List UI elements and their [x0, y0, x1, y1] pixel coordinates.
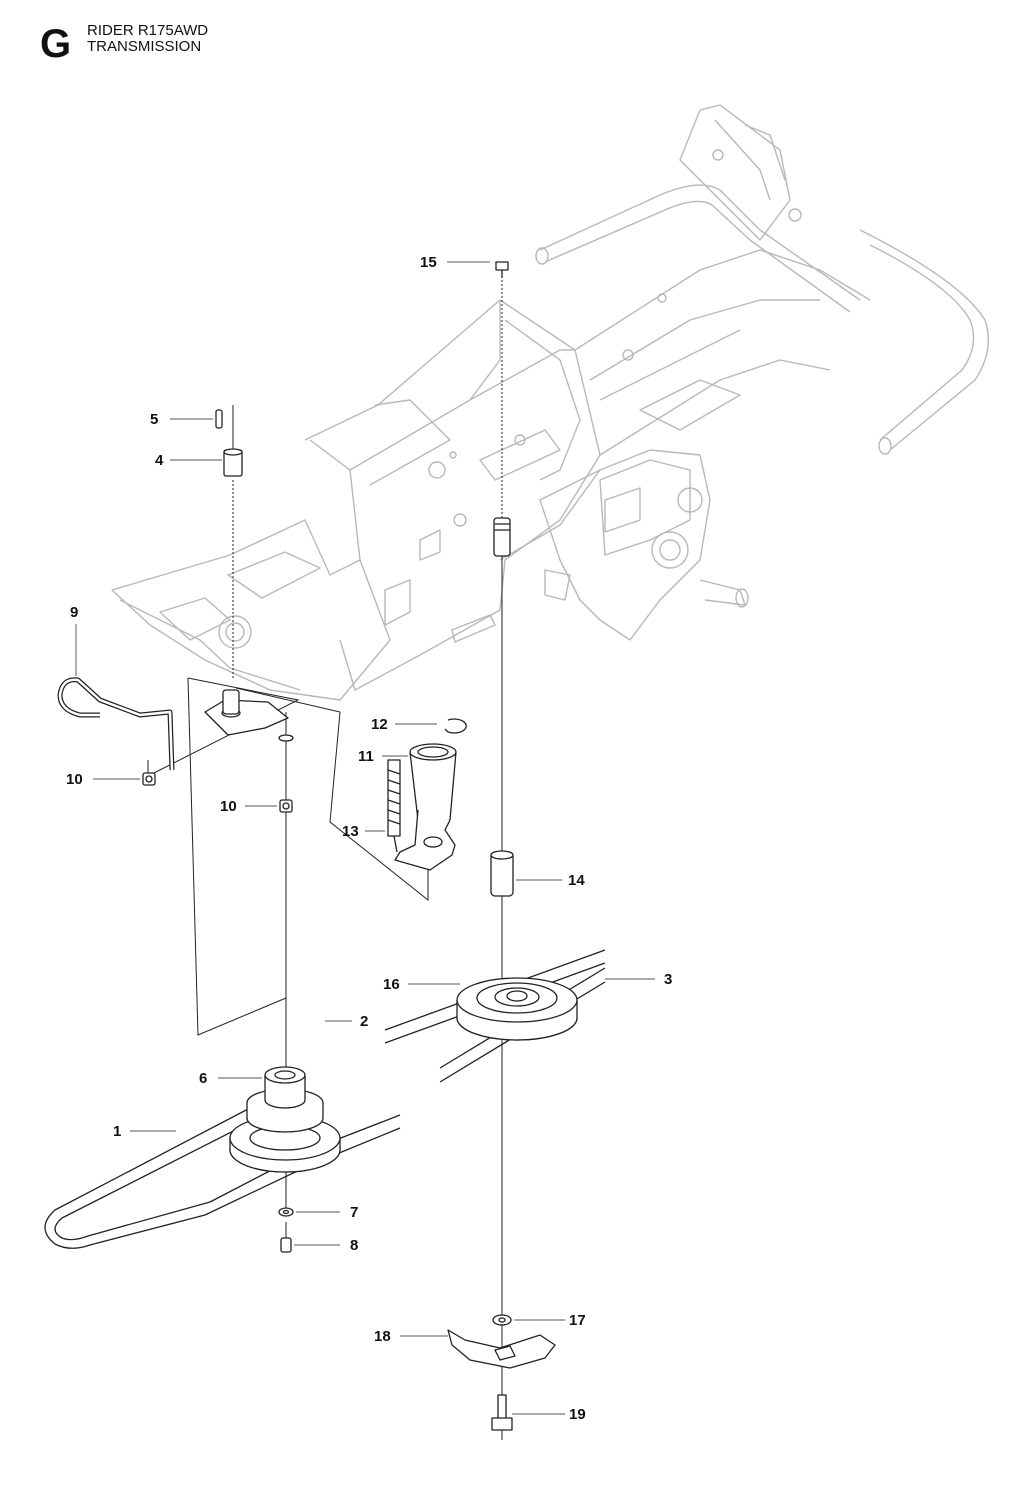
- frame-chassis: [111, 104, 990, 701]
- part-9-rod: [57, 677, 175, 771]
- callout-14: 14: [568, 872, 585, 889]
- part-14-bushing: [490, 850, 514, 897]
- callout-2: 2: [360, 1013, 368, 1030]
- diagram-header: G RIDER R175AWD TRANSMISSION: [40, 20, 440, 70]
- callout-labels: 15 5 4 9 10 10 12 11 13 14 3 16 2 6 1 7 …: [66, 254, 672, 1423]
- assembly-axis-lines: [232, 272, 503, 1440]
- part-6-drive-pulley: [229, 1066, 341, 1173]
- model-name: RIDER R175AWD: [87, 22, 209, 39]
- part-bracket-plate: [204, 689, 294, 742]
- part-15-bolt: [495, 261, 509, 278]
- part-7-washer: [278, 1207, 294, 1217]
- callout-8: 8: [350, 1237, 358, 1254]
- callout-3: 3: [664, 971, 672, 988]
- callout-1: 1: [113, 1123, 121, 1140]
- part-10-nut-center: [279, 799, 293, 813]
- assembly-boundary-lines: [147, 677, 429, 1036]
- part-13-spring: [387, 759, 401, 853]
- callout-15: 15: [420, 254, 437, 271]
- section-letter: G: [40, 22, 72, 66]
- part-4-spacer: [223, 448, 243, 477]
- part-17-washer: [492, 1314, 512, 1326]
- section-title: TRANSMISSION: [87, 38, 202, 55]
- callout-18: 18: [374, 1328, 391, 1345]
- part-5-pin: [215, 409, 223, 429]
- part-19-bolt: [491, 1394, 513, 1431]
- callout-17: 17: [569, 1312, 586, 1329]
- callout-12: 12: [371, 716, 388, 733]
- leader-lines: [75, 261, 655, 1415]
- parts: [44, 261, 606, 1431]
- callout-5: 5: [150, 411, 158, 428]
- part-18-bracket: [447, 1329, 556, 1369]
- callout-6: 6: [199, 1070, 207, 1087]
- callout-13: 13: [342, 823, 359, 840]
- callout-9: 9: [70, 604, 78, 621]
- callout-10-center: 10: [220, 798, 237, 815]
- callout-7: 7: [350, 1204, 358, 1221]
- callout-11: 11: [358, 748, 374, 765]
- callout-10-left: 10: [66, 771, 83, 788]
- part-1-belt: [44, 1107, 401, 1249]
- callout-16: 16: [383, 976, 400, 993]
- callout-4: 4: [155, 452, 164, 469]
- part-16-pulley: [456, 977, 578, 1041]
- callout-19: 19: [569, 1406, 586, 1423]
- part-shaft-coupling: [493, 517, 511, 557]
- part-10-nut-left: [142, 772, 156, 786]
- part-8-screw: [280, 1237, 292, 1253]
- part-11-sleeve-arm: [394, 743, 457, 871]
- part-12-circlip: [444, 718, 467, 734]
